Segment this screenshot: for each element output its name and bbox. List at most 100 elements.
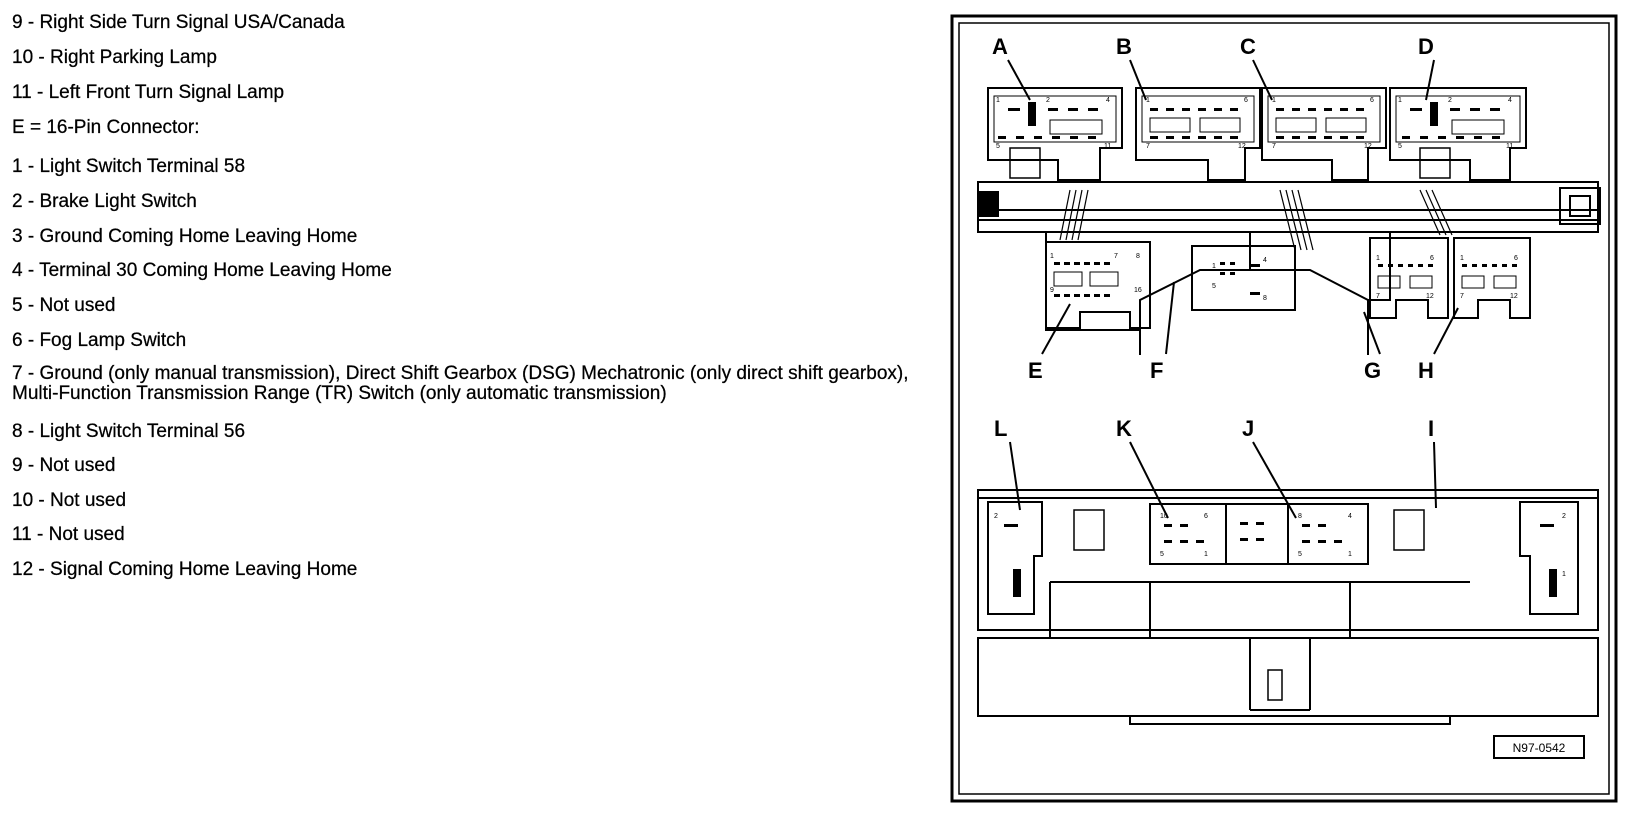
connector-g-housing — [1369, 237, 1449, 319]
legend-item: 10 - Not used — [12, 490, 127, 511]
pin-number: 1 — [1460, 255, 1464, 262]
bus-bar — [977, 181, 1599, 233]
connector-f-housing — [1191, 245, 1296, 311]
pin-number: 1 — [1146, 97, 1150, 104]
connector-d-housing — [1389, 87, 1527, 181]
pin-number: 6 — [1370, 97, 1374, 104]
pin-slots-lower — [1004, 522, 1554, 543]
pin-number: 2 — [1562, 513, 1566, 520]
pin-number: 6 — [1430, 255, 1434, 262]
pin-number: 11 — [1104, 143, 1111, 150]
pin-number: 8 — [1136, 253, 1140, 260]
connector-label-d: D — [1418, 34, 1434, 59]
connector-c-housing — [1261, 87, 1387, 181]
pin-numbers-upper: 1 2 4 5 11 1 6 7 12 1 6 7 12 1 2 4 5 11 … — [996, 97, 1518, 302]
connector-diagram: 1 2 4 5 11 1 6 7 12 1 6 7 12 1 2 4 5 11 … — [950, 14, 1618, 803]
pin-number: 1 — [1204, 551, 1208, 558]
connector-label-g: G — [1364, 358, 1381, 383]
pin-number: 5 — [996, 143, 1000, 150]
lower-housing — [977, 489, 1599, 631]
pin-numbers-lower: 10 6 5 1 8 4 5 1 2 2 1 — [994, 513, 1566, 578]
connector-j-housing — [1287, 503, 1369, 565]
connector-label-l: L — [994, 416, 1007, 441]
legend-item: 10 - Right Parking Lamp — [12, 47, 217, 68]
pin-number: 1 — [1212, 263, 1216, 270]
pin-number: 10 — [1160, 513, 1168, 520]
legend-heading: E = 16-Pin Connector: — [12, 117, 200, 138]
connector-e-housing — [1045, 241, 1151, 329]
legend-item: 5 - Not used — [12, 295, 116, 316]
connector-label-h: H — [1418, 358, 1434, 383]
connector-label-e: E — [1028, 358, 1043, 383]
pin-number: 4 — [1106, 97, 1110, 104]
pin-number: 5 — [1160, 551, 1164, 558]
lower-cover — [977, 637, 1599, 717]
pin-number: 12 — [1238, 143, 1246, 150]
connector-label-k: K — [1116, 416, 1132, 441]
connector-label-c: C — [1240, 34, 1256, 59]
legend-item: 9 - Not used — [12, 455, 116, 476]
pin-number: 2 — [1046, 97, 1050, 104]
connector-l-housing — [987, 501, 1043, 615]
connector-label-a: A — [992, 34, 1008, 59]
connector-label-b: B — [1116, 34, 1132, 59]
pin-number: 7 — [1376, 293, 1380, 300]
legend-item: 9 - Right Side Turn Signal USA/Canada — [12, 12, 345, 33]
pin-number: 2 — [1448, 97, 1452, 104]
upper-connector-block — [977, 87, 1601, 355]
pin-number: 12 — [1510, 293, 1518, 300]
legend-item: 11 - Not used — [12, 524, 125, 545]
legend-item: 7 - Ground (only manual transmission), D… — [12, 363, 909, 404]
legend-item: 6 - Fog Lamp Switch — [12, 330, 187, 351]
legend-item: 2 - Brake Light Switch — [12, 191, 197, 212]
connector-h-housing — [1453, 237, 1531, 319]
pin-number: 5 — [1212, 283, 1216, 290]
legend-item: 8 - Light Switch Terminal 56 — [12, 421, 246, 442]
pin-number: 4 — [1508, 97, 1512, 104]
pin-number: 1 — [996, 97, 1000, 104]
pin-number: 4 — [1263, 257, 1267, 264]
legend-item: 3 - Ground Coming Home Leaving Home — [12, 226, 358, 247]
pin-number: 7 — [1460, 293, 1464, 300]
pin-number: 5 — [1398, 143, 1402, 150]
pin-number: 7 — [1146, 143, 1150, 150]
figure-code: N97-0542 — [1513, 741, 1566, 755]
connector-letters: A B C D E F G H I J K L — [992, 34, 1434, 441]
pin-number: 1 — [1272, 97, 1276, 104]
inner-frame — [958, 22, 1610, 795]
pin-number: 6 — [1514, 255, 1518, 262]
legend-item: 1 - Light Switch Terminal 58 — [12, 156, 246, 177]
pin-number: 1 — [1376, 255, 1380, 262]
pin-number: 7 — [1272, 143, 1276, 150]
pin-number: 1 — [1348, 551, 1352, 558]
connector-i-housing — [1519, 501, 1579, 615]
pin-number: 4 — [1348, 513, 1352, 520]
pin-number: 1 — [1562, 571, 1566, 578]
pin-number: 12 — [1426, 293, 1434, 300]
connector-a-housing — [987, 87, 1123, 181]
outer-frame — [950, 14, 1618, 803]
pin-number: 1 — [1050, 253, 1054, 260]
pin-number: 8 — [1298, 513, 1302, 520]
pin-number: 9 — [1050, 287, 1054, 294]
pin-number: 12 — [1364, 143, 1372, 150]
pin-number: 6 — [1204, 513, 1208, 520]
lower-connector-block — [977, 489, 1599, 725]
legend-item: 4 - Terminal 30 Coming Home Leaving Home — [12, 260, 392, 281]
connector-center-housing — [1225, 503, 1289, 565]
pin-slots-upper — [998, 102, 1517, 297]
legend-item: 12 - Signal Coming Home Leaving Home — [12, 559, 358, 580]
pin-number: 5 — [1298, 551, 1302, 558]
pin-number: 6 — [1244, 97, 1248, 104]
connector-label-i: I — [1428, 416, 1434, 441]
pin-number: 1 — [1398, 97, 1402, 104]
pin-number: 16 — [1134, 287, 1142, 294]
figure-code-box — [1493, 735, 1585, 759]
pin-number: 7 — [1114, 253, 1118, 260]
connector-label-f: F — [1150, 358, 1163, 383]
leader-lines — [1007, 59, 1459, 519]
connector-b-housing — [1135, 87, 1261, 181]
pin-number: 11 — [1506, 143, 1513, 150]
legend-item: 11 - Left Front Turn Signal Lamp — [12, 82, 285, 103]
pin-number: 8 — [1263, 295, 1267, 302]
